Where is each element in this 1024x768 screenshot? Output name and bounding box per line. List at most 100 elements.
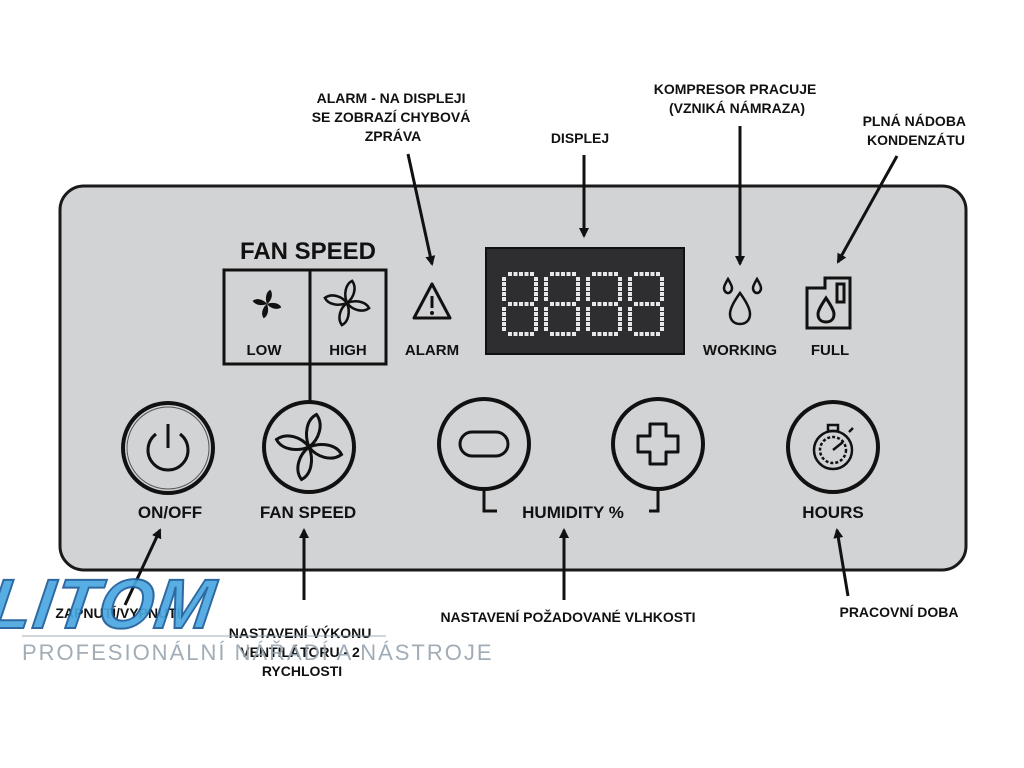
lcd-segment-dot xyxy=(597,302,602,306)
lcd-segment-dot xyxy=(628,282,632,286)
lcd-segment-dot xyxy=(550,272,554,276)
lcd-segment-dot xyxy=(660,312,664,316)
lcd-segment-dot xyxy=(608,302,613,306)
alarm-triangle-icon xyxy=(412,282,452,320)
hours-button[interactable] xyxy=(786,400,880,494)
lcd-segment-dot xyxy=(508,272,512,276)
lcd-segment-dot xyxy=(618,307,622,311)
lcd-segment-dot xyxy=(534,282,538,286)
lcd-segment-dot xyxy=(608,332,613,336)
lcd-segment-dot xyxy=(603,302,607,306)
callout-full-tank: PLNÁ NÁDOBA KONDENZÁTU xyxy=(863,113,970,148)
lcd-digits xyxy=(502,272,664,336)
lcd-digit xyxy=(502,272,538,336)
lcd-segment-dot xyxy=(513,302,518,306)
lcd-segment-dot xyxy=(561,332,565,336)
humidity-minus-button[interactable] xyxy=(437,397,531,491)
lcd-segment-dot xyxy=(660,297,664,301)
lcd-segment-dot xyxy=(576,327,580,331)
fan-speed-button[interactable] xyxy=(262,400,356,494)
lcd-segment-dot xyxy=(519,332,523,336)
lcd-segment-dot xyxy=(502,297,506,301)
lcd-segment-dot xyxy=(597,272,602,276)
lcd-segment-dot xyxy=(656,302,660,306)
lcd-segment-dot xyxy=(618,322,622,326)
lcd-segment-dot xyxy=(614,302,618,306)
lcd-segment-dot xyxy=(530,302,534,306)
lcd-segment-dot xyxy=(566,272,571,276)
lcd-segment-dot xyxy=(544,277,548,281)
full-label: FULL xyxy=(811,342,849,359)
hours-label: HOURS xyxy=(802,503,863,522)
lcd-segment-dot xyxy=(502,277,506,281)
lcd-segment-dot xyxy=(603,332,607,336)
panel-body xyxy=(58,184,968,572)
lcd-segment-dot xyxy=(586,312,590,316)
lcd-segment-dot xyxy=(502,327,506,331)
lcd-segment-dot xyxy=(645,332,649,336)
lcd-segment-dot xyxy=(650,272,655,276)
fan-speed-indicator-box xyxy=(222,268,388,366)
full-tank-icon xyxy=(805,276,852,330)
onoff-label: ON/OFF xyxy=(138,503,202,522)
lcd-segment-dot xyxy=(660,327,664,331)
lcd-segment-dot xyxy=(586,307,590,311)
callout-fan-speed-line-2: VENTILÁTORU - 2 xyxy=(240,644,360,660)
callout-display: DISPLEJ xyxy=(551,130,609,146)
onoff-button[interactable] xyxy=(121,401,215,495)
power-icon xyxy=(146,424,190,472)
callout-display-line-1: DISPLEJ xyxy=(551,130,609,146)
callout-compressor-line-2: (VZNIKÁ NÁMRAZA) xyxy=(669,100,805,116)
watermark-tagline: PROFESIONÁLNÍ NÁŘADÍ A NÁSTROJE xyxy=(22,640,494,665)
lcd-segment-dot xyxy=(566,302,571,306)
humidity-label: HUMIDITY % xyxy=(522,503,624,522)
lcd-segment-dot xyxy=(603,272,607,276)
lcd-segment-dot xyxy=(618,287,622,291)
callout-compressor: KOMPRESOR PRACUJE (VZNIKÁ NÁMRAZA) xyxy=(654,81,820,116)
lcd-segment-dot xyxy=(639,272,644,276)
lcd-segment-dot xyxy=(508,332,512,336)
lcd-segment-dot xyxy=(618,277,622,281)
lcd-segment-dot xyxy=(519,272,523,276)
callout-compressor-line-1: KOMPRESOR PRACUJE xyxy=(654,81,817,97)
lcd-segment-dot xyxy=(530,272,534,276)
lcd-segment-dot xyxy=(660,282,664,286)
lcd-segment-dot xyxy=(555,272,560,276)
lcd-segment-dot xyxy=(586,317,590,321)
lcd-segment-dot xyxy=(650,302,655,306)
lcd-segment-dot xyxy=(592,272,596,276)
callout-fan-speed-line-1: NASTAVENÍ VÝKONU xyxy=(229,624,372,641)
lcd-segment-dot xyxy=(534,277,538,281)
lcd-segment-dot xyxy=(508,302,512,306)
lcd-segment-dot xyxy=(628,327,632,331)
droplets-icon xyxy=(722,276,763,326)
callout-onoff: ZAPNUTÍ/VYPNUTÍ xyxy=(55,605,181,621)
lcd-segment-dot xyxy=(614,332,618,336)
lcd-segment-dot xyxy=(645,302,649,306)
lcd-segment-dot xyxy=(628,307,632,311)
humidity-plus-button[interactable] xyxy=(611,397,705,491)
arrow-hours xyxy=(833,528,850,597)
lcd-segment-dot xyxy=(618,312,622,316)
callout-full-tank-line-2: KONDENZÁTU xyxy=(867,132,965,148)
lcd-segment-dot xyxy=(544,297,548,301)
fan-speed-button-label: FAN SPEED xyxy=(260,503,356,522)
lcd-segment-dot xyxy=(576,282,580,286)
lcd-segment-dot xyxy=(530,332,534,336)
lcd-digit xyxy=(628,272,664,336)
lcd-segment-dot xyxy=(586,322,590,326)
humidity-bracket xyxy=(482,490,660,513)
lcd-segment-dot xyxy=(544,327,548,331)
lcd-segment-dot xyxy=(576,297,580,301)
lcd-segment-dot xyxy=(502,307,506,311)
lcd-segment-dot xyxy=(597,332,602,336)
lcd-segment-dot xyxy=(576,322,580,326)
lcd-segment-dot xyxy=(628,287,632,291)
arrow-alarm xyxy=(406,153,436,266)
lcd-segment-dot xyxy=(628,322,632,326)
lcd-segment-dot xyxy=(639,332,644,336)
lcd-digit xyxy=(586,272,622,336)
lcd-segment-dot xyxy=(618,292,622,296)
callout-onoff-line-1: ZAPNUTÍ/VYPNUTÍ xyxy=(55,605,181,621)
